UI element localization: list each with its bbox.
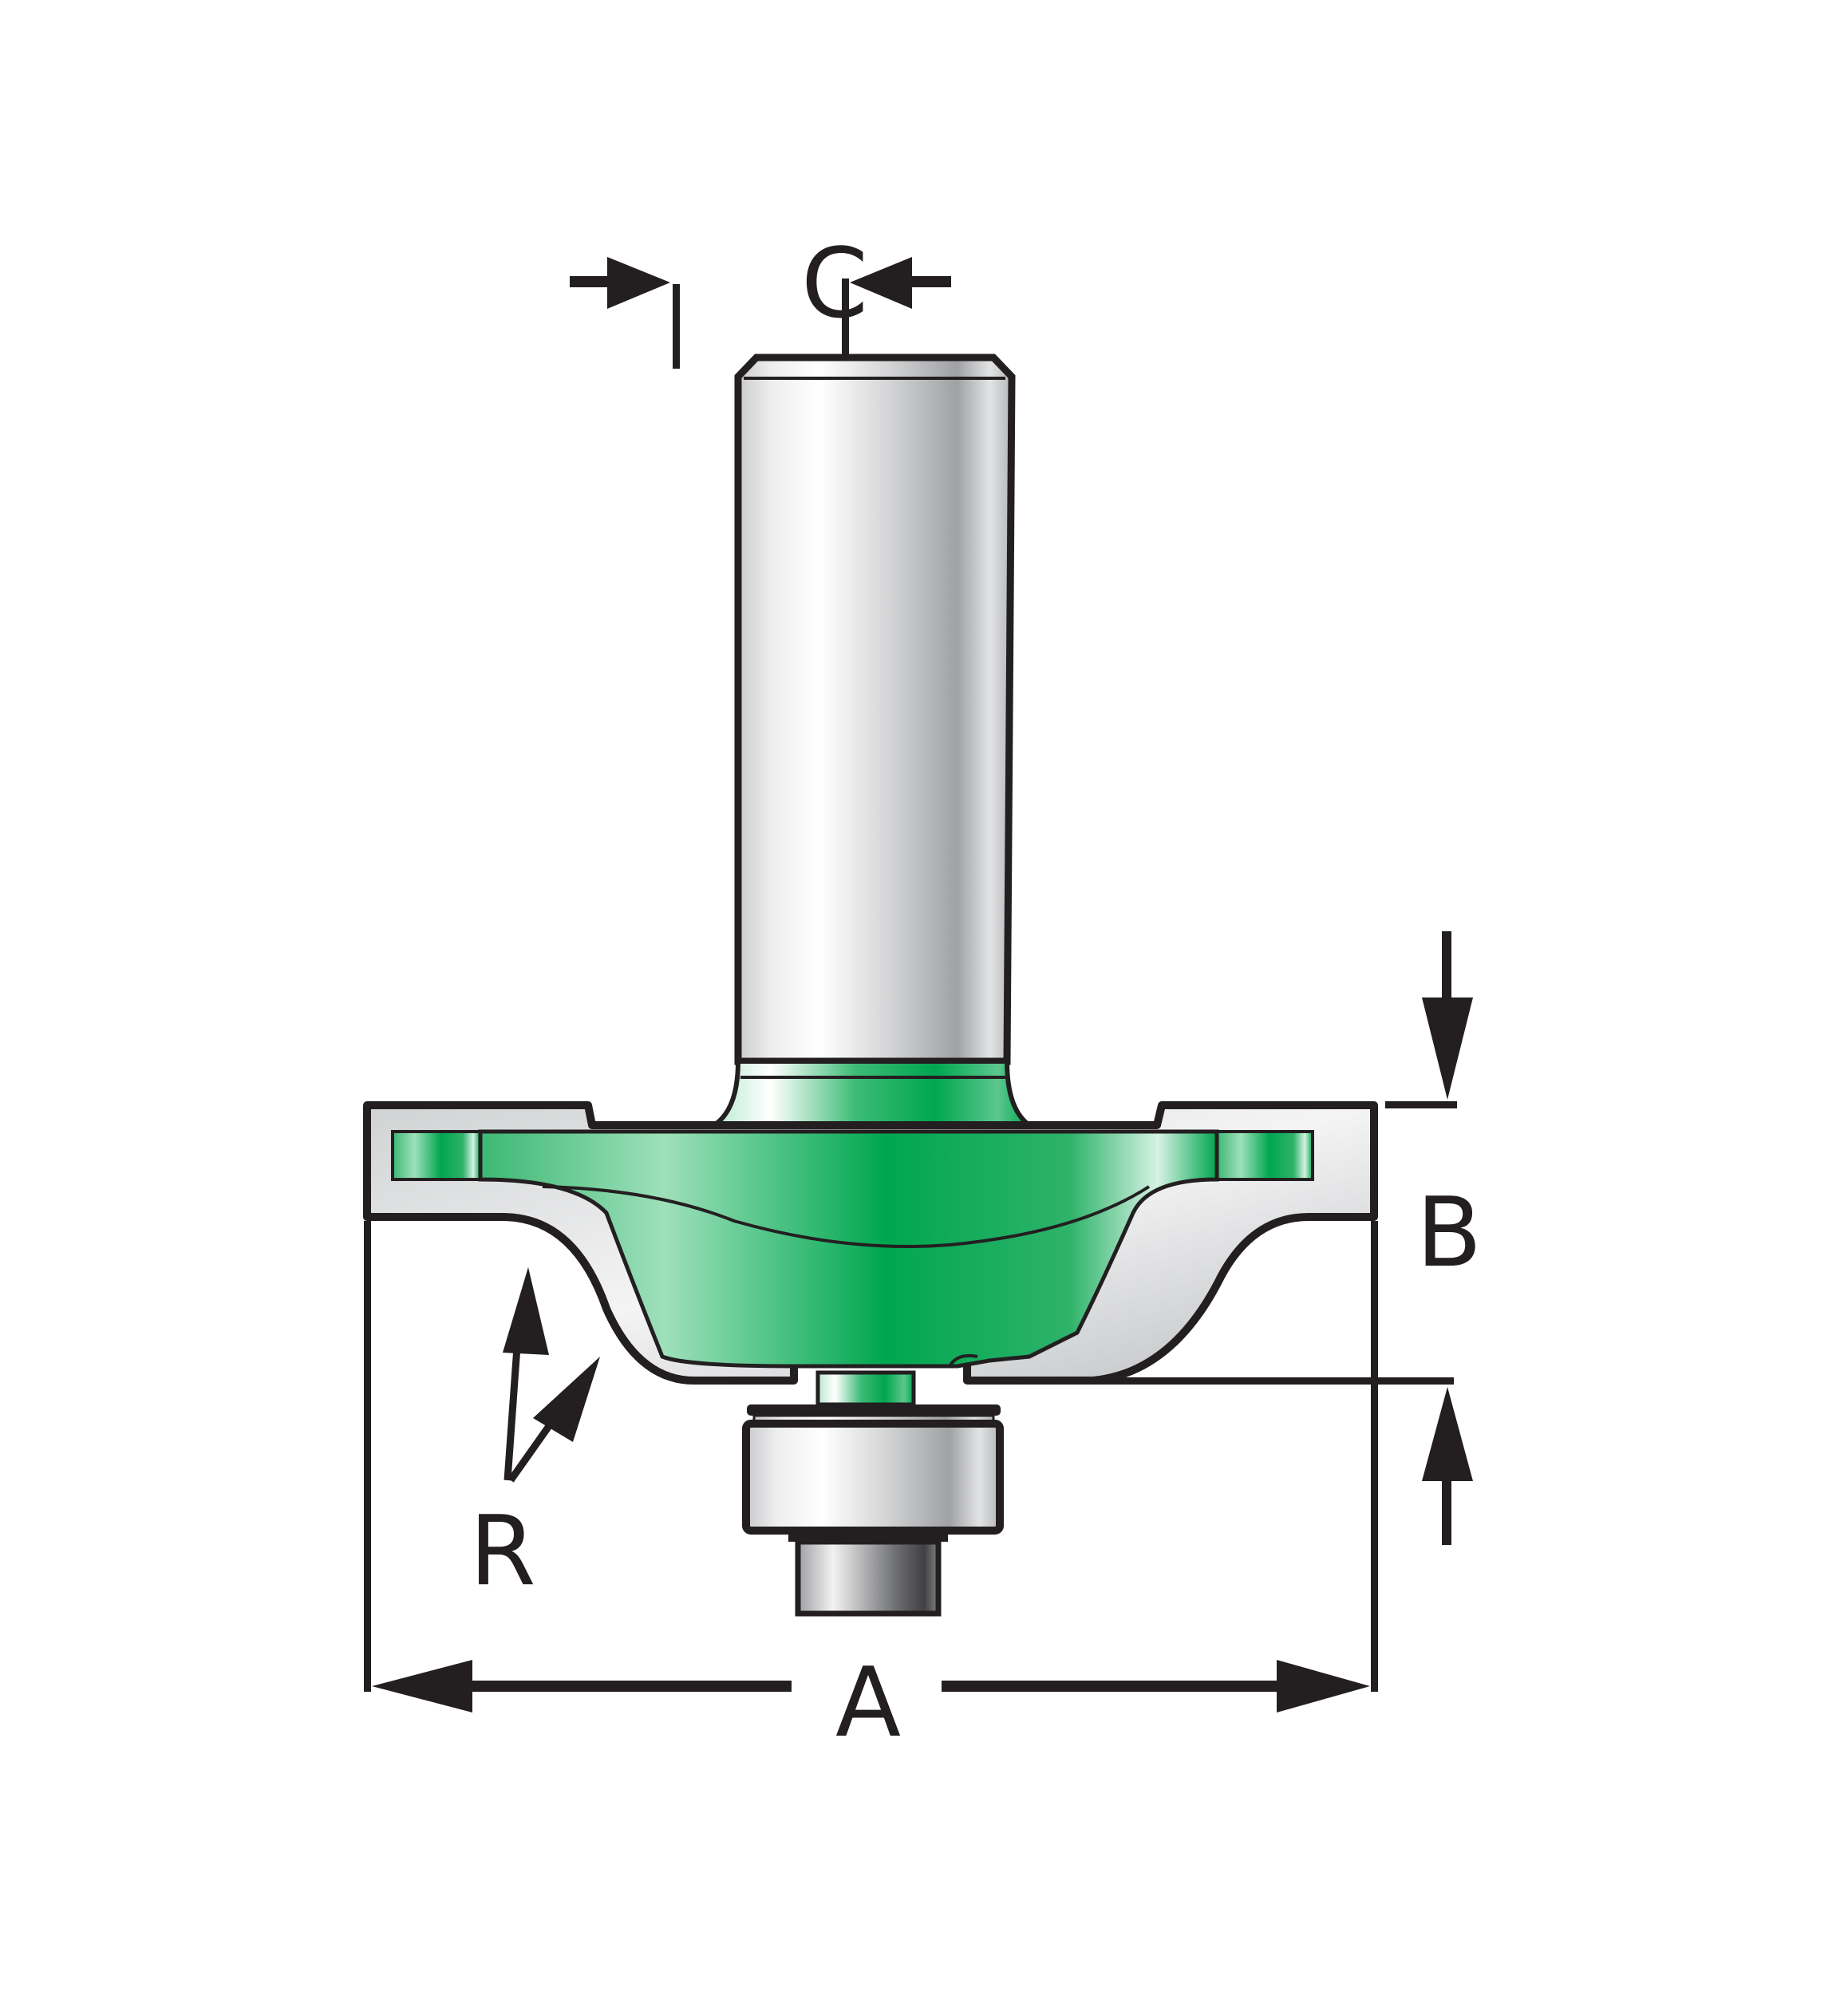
dimension-c-left-extension [673,284,680,369]
cutter-body [478,1129,1219,1369]
shank [734,354,1016,1065]
dimension-b-bottom-arrowhead [1422,1387,1473,1481]
dimension-a-label: A [835,1648,901,1759]
cutter-neck [706,1059,1037,1128]
dimension-r-arrow-2-head [533,1357,600,1442]
dimension-a-right-extension [1371,1221,1378,1692]
cutter-tip-notch [948,1353,978,1368]
dimension-r-arrow-1-head [503,1267,549,1355]
dimension-c-right-extension [842,279,849,363]
dimension-a-right-arrowhead [1277,1660,1370,1713]
dimension-b-top-extension [1385,1101,1457,1108]
dimension-c: C [570,229,951,369]
bearing-washer-top [747,1404,1001,1416]
cutter-profile-curve [542,1185,1151,1248]
bearing-assembly [742,1370,1004,1617]
dimension-b-top-arrowhead [1422,998,1473,1100]
dimension-a-left-arrowhead [372,1660,472,1713]
dimension-c-left-arrowhead [607,257,670,309]
shank-body [734,354,1016,1065]
dimension-r-label: R [469,1496,535,1607]
bearing-neck [815,1370,916,1407]
dimension-c-right-arrowhead [850,257,912,309]
dimension-b-label: B [1416,1178,1482,1289]
dimension-a-right-shaft [942,1681,1325,1692]
cutter-wing-right [1215,1130,1314,1181]
dimension-b-top-shaft [1442,931,1451,1011]
cutter-wing-left [391,1130,482,1181]
dimension-r: R [469,1267,600,1607]
bearing-screw [795,1539,942,1617]
dimension-b-bottom-extension [1085,1377,1454,1385]
dimension-c-label: C [801,229,868,340]
ball-bearing [742,1420,1004,1535]
dimension-a-left-shaft [415,1681,792,1692]
dimension-c-right-shaft [910,276,951,287]
dimension-a: A [364,1221,1378,1759]
dimension-b: B [1085,931,1482,1545]
dimension-a-left-extension [364,1221,371,1692]
dimension-b-bottom-shaft [1442,1476,1451,1545]
